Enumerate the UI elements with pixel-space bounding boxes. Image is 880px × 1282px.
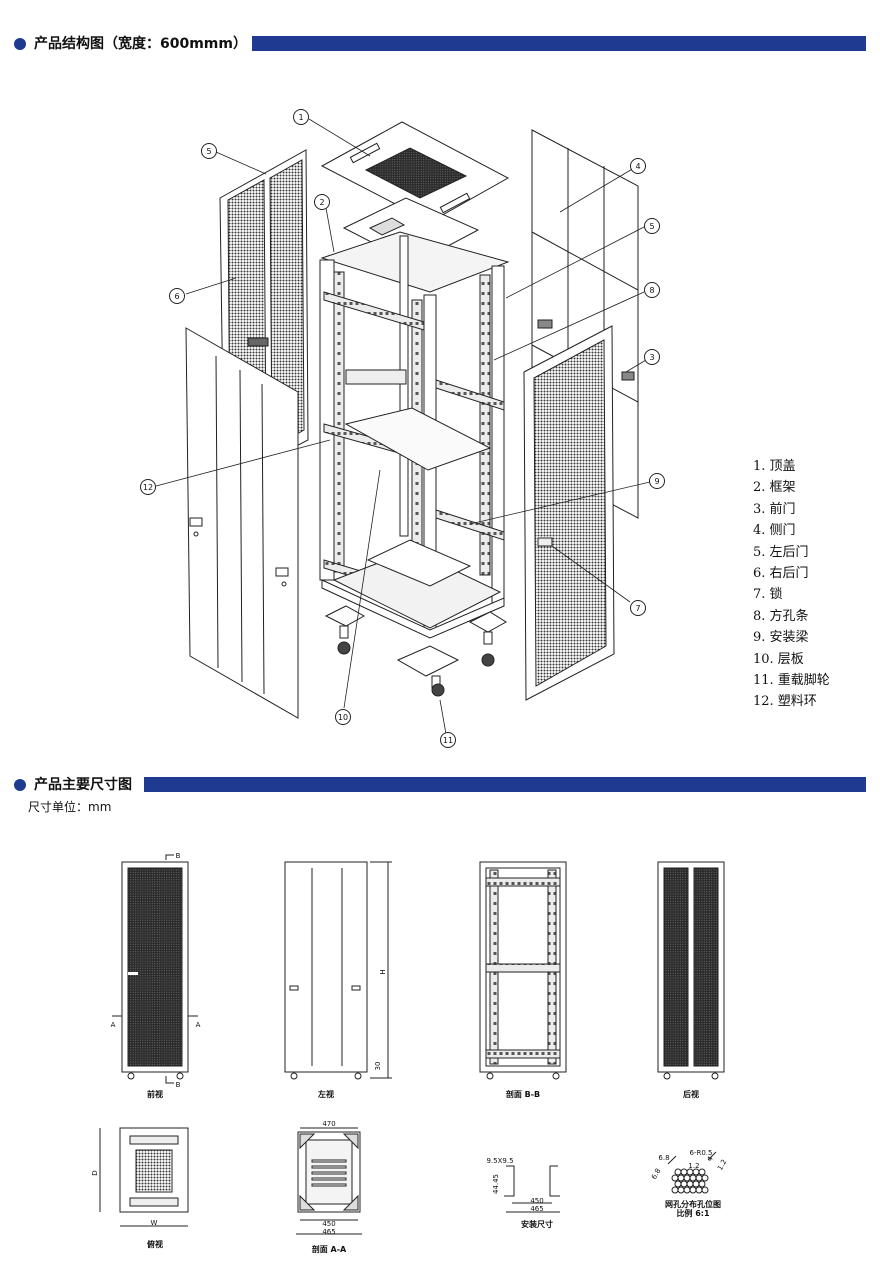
dim-mount-hole: 9.5X9.5 <box>486 1157 513 1165</box>
parts-legend: 1. 顶盖 2. 框架 3. 前门 4. 侧门 5. 左后门 6. 右后门 7.… <box>753 456 863 713</box>
left-view <box>284 861 392 1080</box>
rear-view <box>657 861 725 1080</box>
bullet-icon <box>14 38 26 50</box>
legend-item: 12. 塑料环 <box>753 694 817 710</box>
dim-a-left: A <box>111 1021 116 1029</box>
top-view <box>99 1127 189 1227</box>
callout-10: 10 <box>335 709 351 725</box>
mount-view <box>504 1165 560 1213</box>
label-mesh: 网孔分布孔位图 <box>665 1200 721 1209</box>
svg-text:3: 3 <box>649 353 654 362</box>
callout-6: 6 <box>169 288 185 304</box>
legend-item: 5. 左后门 <box>753 544 809 560</box>
legend-item: 3. 前门 <box>753 501 796 517</box>
svg-text:8: 8 <box>649 286 654 295</box>
label-section-aa: 剖面 A-A <box>311 1245 347 1254</box>
svg-text:2: 2 <box>319 198 324 207</box>
dim-mount-450: 450 <box>530 1197 543 1205</box>
callout-5b: 5 <box>644 218 660 234</box>
section-aa-view <box>296 1127 362 1235</box>
svg-text:4: 4 <box>635 162 640 171</box>
dim-d: D <box>91 1170 99 1175</box>
legend-item: 10. 层板 <box>753 651 804 667</box>
svg-text:5: 5 <box>649 222 654 231</box>
dim-r: 6-R0.5 <box>690 1149 713 1157</box>
dimension-drawings: B B A A H 30 D W 470 450 465 9.5X9.5 44.… <box>91 852 729 1236</box>
legend-item: 7. 锁 <box>753 587 783 603</box>
legend-item: 1. 顶盖 <box>753 459 796 474</box>
svg-text:1: 1 <box>298 113 303 122</box>
svg-text:11: 11 <box>443 736 453 745</box>
bullet-icon <box>14 779 26 791</box>
label-rear-view: 后视 <box>683 1090 699 1099</box>
legend-item: 6. 右后门 <box>753 565 809 581</box>
legend-item: 11. 重载脚轮 <box>753 672 830 688</box>
callout-5a: 5 <box>201 143 217 159</box>
dim-mount-pitch: 44.45 <box>492 1174 500 1194</box>
section-header-dimensions: 产品主要尺寸图 <box>14 775 866 797</box>
dim-465: 465 <box>322 1228 335 1236</box>
section-bar <box>252 36 866 51</box>
dim-6-8a: 6.8 <box>658 1154 669 1162</box>
section-header-structure: 产品结构图（宽度：600mmm） <box>14 34 866 56</box>
callout-3: 3 <box>644 349 660 365</box>
front-view <box>112 854 198 1084</box>
label-left-view: 左视 <box>318 1090 334 1099</box>
dim-4: 4 <box>706 1155 715 1163</box>
dim-1-2a: 1.2 <box>688 1162 699 1170</box>
frame <box>319 231 510 639</box>
dim-6-8b: 6.8 <box>650 1167 662 1181</box>
mesh-hole-view <box>667 1151 717 1194</box>
front-door <box>185 327 299 719</box>
dim-1-2b: 1.2 <box>716 1158 728 1172</box>
label-top-view: 俯视 <box>147 1240 163 1249</box>
section-title: 产品结构图（宽度：600mmm） <box>34 36 247 52</box>
dim-450: 450 <box>322 1220 335 1228</box>
legend-item: 4. 侧门 <box>753 523 796 539</box>
mesh-door <box>523 325 615 701</box>
legend-item: 9. 安装梁 <box>753 630 809 646</box>
callout-1: 1 <box>293 109 309 125</box>
svg-text:5: 5 <box>206 147 211 156</box>
dim-470: 470 <box>322 1120 335 1128</box>
dim-a-right: A <box>196 1021 201 1029</box>
callout-4: 4 <box>630 158 646 174</box>
label-front-view: 前视 <box>147 1090 163 1099</box>
callout-12: 12 <box>140 479 156 495</box>
dim-w: W <box>151 1219 158 1227</box>
dim-mount-465: 465 <box>530 1205 543 1213</box>
svg-text:7: 7 <box>635 604 640 613</box>
callout-9: 9 <box>649 473 665 489</box>
label-mount: 安装尺寸 <box>521 1220 553 1229</box>
svg-text:6: 6 <box>174 292 179 301</box>
section-title: 产品主要尺寸图 <box>34 777 132 793</box>
callout-8: 8 <box>644 282 660 298</box>
callout-7: 7 <box>630 600 646 616</box>
section-bb-view <box>479 861 567 1080</box>
unit-note: 尺寸单位：mm <box>28 800 112 814</box>
dim-b-bottom: B <box>176 1081 181 1089</box>
section-bar <box>144 777 866 792</box>
svg-text:12: 12 <box>143 483 153 492</box>
dim-h: H <box>379 969 387 974</box>
label-mesh-scale: 比例 6:1 <box>676 1209 710 1218</box>
casters <box>324 605 507 697</box>
callout-2: 2 <box>314 194 330 210</box>
svg-text:9: 9 <box>654 477 659 486</box>
top-cover <box>320 121 510 223</box>
callout-11: 11 <box>440 732 456 748</box>
dim-30: 30 <box>374 1062 382 1071</box>
legend-item: 8. 方孔条 <box>753 608 809 624</box>
dim-b-top: B <box>176 852 181 860</box>
label-section-bb: 剖面 B-B <box>505 1090 541 1099</box>
legend-item: 2. 框架 <box>753 480 796 496</box>
exploded-cabinet-drawing: 1 2 3 4 5 5 6 7 8 9 10 11 12 <box>140 109 665 748</box>
svg-text:10: 10 <box>338 713 348 722</box>
